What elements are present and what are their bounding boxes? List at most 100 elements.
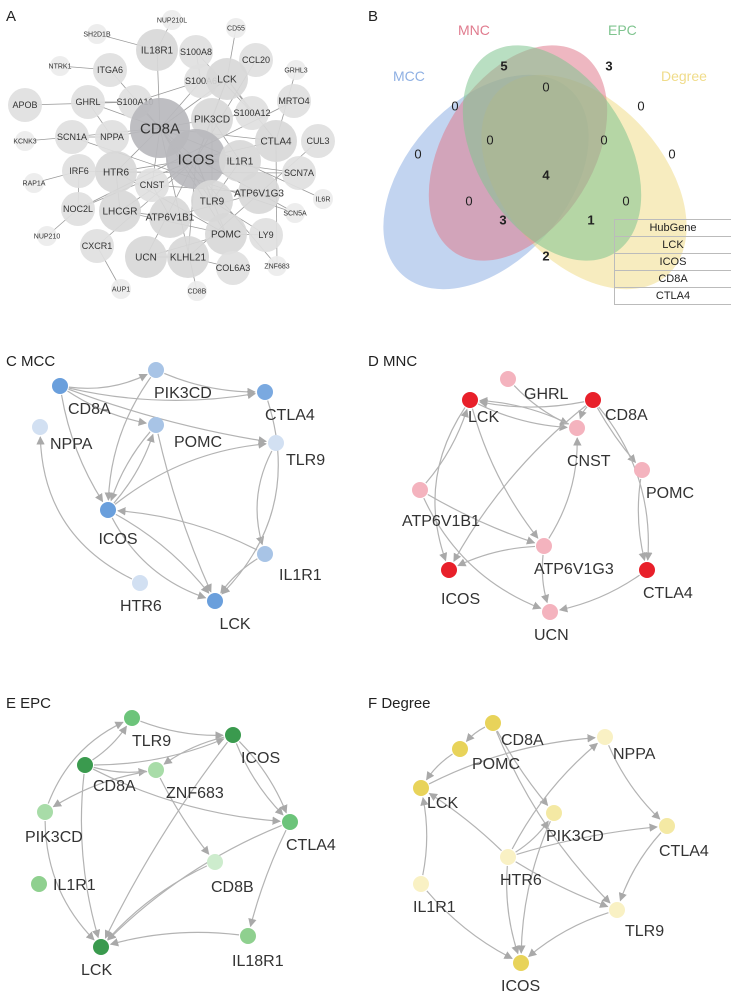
network-node[interactable] [132, 575, 148, 591]
network-node[interactable] [597, 729, 613, 745]
network-node[interactable] [609, 902, 625, 918]
network-node[interactable] [166, 129, 226, 189]
network-node[interactable] [485, 715, 501, 731]
network-node[interactable] [206, 58, 248, 100]
network-node[interactable] [238, 172, 280, 214]
network-node[interactable] [136, 29, 178, 71]
network-node[interactable] [286, 60, 306, 80]
venn-set-label: EPC [608, 22, 637, 38]
network-node[interactable] [167, 236, 209, 278]
network-node[interactable] [239, 43, 273, 77]
network-node[interactable] [80, 229, 114, 263]
network-node[interactable] [191, 98, 233, 140]
network-node[interactable] [452, 741, 468, 757]
network-node[interactable] [542, 604, 558, 620]
network-node[interactable] [52, 378, 68, 394]
node-label: COL6A3 [216, 263, 251, 273]
network-node[interactable] [149, 196, 191, 238]
network-node[interactable] [77, 757, 93, 773]
network-node[interactable] [8, 88, 42, 122]
network-edge [256, 450, 273, 546]
network-node[interactable] [162, 10, 182, 30]
network-node[interactable] [282, 814, 298, 830]
network-node[interactable] [216, 251, 250, 285]
network-node[interactable] [412, 482, 428, 498]
network-node[interactable] [513, 955, 529, 971]
network-node[interactable] [148, 417, 164, 433]
network-node[interactable] [93, 939, 109, 955]
network-node[interactable] [148, 362, 164, 378]
network-node[interactable] [95, 120, 129, 154]
network-node[interactable] [15, 131, 35, 151]
network-node[interactable] [71, 85, 105, 119]
network-node[interactable] [255, 120, 297, 162]
network-node[interactable] [659, 818, 675, 834]
network-node[interactable] [37, 226, 57, 246]
network-node[interactable] [100, 502, 116, 518]
node-label: CD8B [211, 879, 254, 896]
venn-region-count: 0 [668, 146, 676, 162]
network-node[interactable] [135, 168, 169, 202]
network-edge [47, 721, 124, 804]
network-node[interactable] [179, 35, 213, 69]
network-node[interactable] [148, 762, 164, 778]
network-node[interactable] [301, 124, 335, 158]
network-node[interactable] [226, 18, 246, 38]
network-edge [36, 436, 133, 580]
network-node[interactable] [462, 392, 478, 408]
network-edge [428, 792, 502, 852]
network-node[interactable] [50, 56, 70, 76]
network-edge [93, 737, 225, 766]
node-label: IL1R1 [53, 877, 96, 894]
network-node[interactable] [546, 805, 562, 821]
network-node[interactable] [124, 710, 140, 726]
network-node[interactable] [225, 727, 241, 743]
network-node[interactable] [500, 849, 516, 865]
network-node[interactable] [569, 420, 585, 436]
network-node[interactable] [99, 190, 141, 232]
network-node[interactable] [235, 96, 269, 130]
network-node[interactable] [205, 213, 247, 255]
network-node[interactable] [639, 562, 655, 578]
network-node[interactable] [207, 854, 223, 870]
network-node[interactable] [441, 562, 457, 578]
node-label: TLR9 [286, 452, 325, 469]
network-node[interactable] [285, 203, 305, 223]
network-node[interactable] [93, 53, 127, 87]
network-node[interactable] [191, 180, 233, 222]
network-node[interactable] [24, 173, 44, 193]
network-node[interactable] [219, 140, 261, 182]
network-node[interactable] [95, 151, 137, 193]
network-node[interactable] [125, 236, 167, 278]
network-node[interactable] [313, 189, 333, 209]
network-edge [159, 777, 210, 855]
network-node[interactable] [413, 780, 429, 796]
network-node[interactable] [282, 156, 316, 190]
network-node[interactable] [37, 804, 53, 820]
network-node[interactable] [413, 876, 429, 892]
network-node[interactable] [55, 120, 89, 154]
network-node[interactable] [61, 192, 95, 226]
network-node[interactable] [500, 371, 516, 387]
network-edge [114, 440, 267, 505]
network-node[interactable] [32, 419, 48, 435]
network-node[interactable] [87, 24, 107, 44]
network-node[interactable] [267, 256, 287, 276]
venn-region-count: 0 [451, 98, 459, 114]
network-node[interactable] [62, 154, 96, 188]
network-node[interactable] [634, 462, 650, 478]
network-node[interactable] [585, 392, 601, 408]
network-node[interactable] [249, 218, 283, 252]
network-node[interactable] [277, 84, 311, 118]
network-node[interactable] [257, 546, 273, 562]
network-node[interactable] [257, 384, 273, 400]
network-node[interactable] [536, 538, 552, 554]
network-node[interactable] [111, 279, 131, 299]
network-edge [80, 773, 101, 939]
network-node[interactable] [207, 593, 223, 609]
network-node[interactable] [31, 876, 47, 892]
network-node[interactable] [187, 281, 207, 301]
venn-region-count: 0 [414, 146, 422, 162]
network-node[interactable] [240, 928, 256, 944]
network-node[interactable] [268, 435, 284, 451]
